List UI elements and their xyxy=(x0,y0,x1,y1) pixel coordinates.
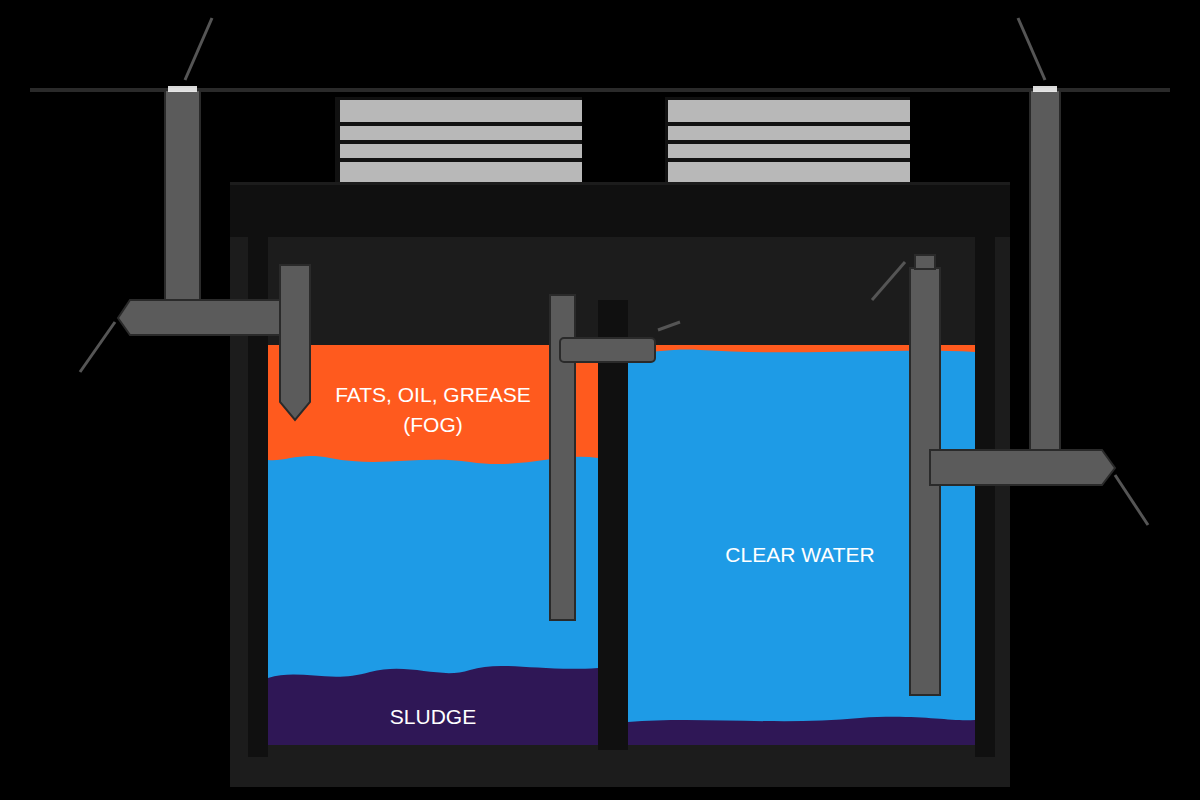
layer-band: SLUDGE xyxy=(330,692,536,742)
water-left xyxy=(268,345,598,745)
tank-lid xyxy=(230,185,1010,237)
inlet-pipe xyxy=(118,90,310,420)
layer-label: CLEAR WATER xyxy=(725,540,874,570)
tank-body xyxy=(230,182,1010,787)
tank-wall xyxy=(975,237,995,757)
sludge-layer xyxy=(268,666,598,745)
sludge-film xyxy=(628,717,975,745)
layer-band: CLEAR WATER xyxy=(660,520,940,590)
fog-layer xyxy=(268,345,598,464)
layer-band: FATS, OIL, GREASE (FOG) xyxy=(318,370,548,450)
crossover-pipe xyxy=(550,295,655,620)
layer-label: SLUDGE xyxy=(390,702,476,732)
baffle-wall xyxy=(598,300,628,750)
outlet-pipe xyxy=(910,90,1115,695)
inlet-cap xyxy=(168,86,197,92)
lid-plates xyxy=(335,97,910,185)
layer-label: FATS, OIL, GREASE (FOG) xyxy=(323,380,543,441)
outlet-cap xyxy=(1033,86,1057,92)
leader-lines xyxy=(80,18,1148,525)
